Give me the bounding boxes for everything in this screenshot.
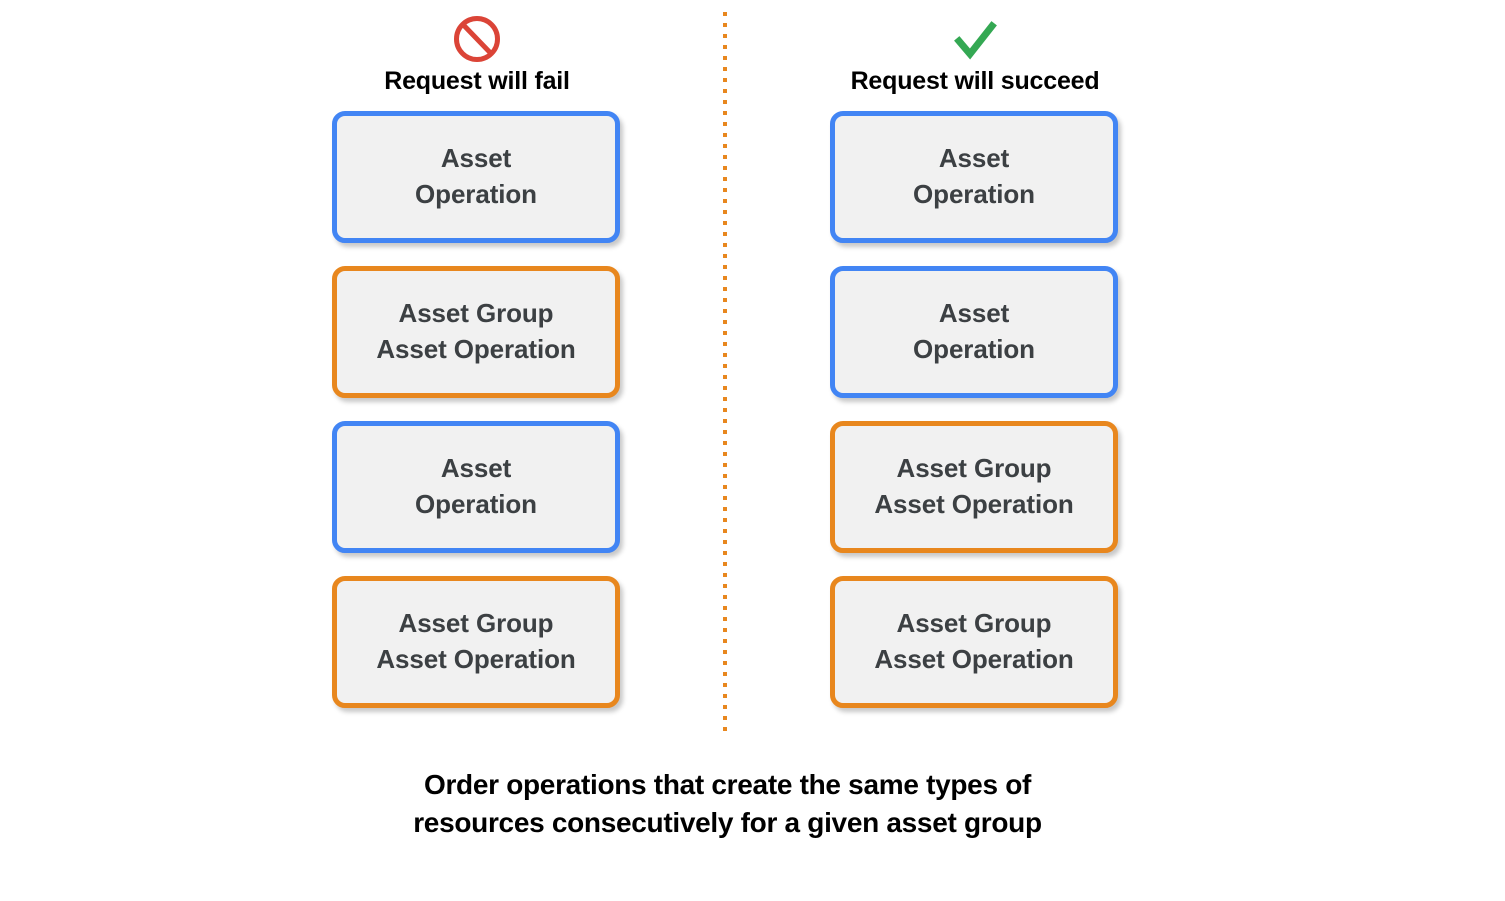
operation-box-label: Asset Operation xyxy=(913,143,1035,209)
column-succeed-header: Request will succeed xyxy=(830,14,1120,96)
operation-box-asset-group[interactable]: Asset Group Asset Operation xyxy=(332,266,620,398)
column-fail-title: Request will fail xyxy=(384,67,570,95)
checkmark-icon xyxy=(946,14,1004,64)
column-succeed-title: Request will succeed xyxy=(850,67,1100,95)
column-succeed-box-list: Asset Operation Asset Operation Asset Gr… xyxy=(830,111,1120,708)
operation-box-asset[interactable]: Asset Operation xyxy=(830,266,1118,398)
operation-box-asset-group[interactable]: Asset Group Asset Operation xyxy=(830,576,1118,708)
column-divider xyxy=(723,12,727,735)
operation-box-label: Asset Operation xyxy=(415,453,537,519)
operation-box-asset[interactable]: Asset Operation xyxy=(332,421,620,553)
prohibition-icon xyxy=(448,14,506,64)
operation-box-asset[interactable]: Asset Operation xyxy=(332,111,620,243)
operation-box-asset-group[interactable]: Asset Group Asset Operation xyxy=(332,576,620,708)
operation-box-label: Asset Operation xyxy=(913,298,1035,364)
operation-box-asset[interactable]: Asset Operation xyxy=(830,111,1118,243)
operation-box-label: Asset Group Asset Operation xyxy=(874,608,1074,674)
column-fail-box-list: Asset Operation Asset Group Asset Operat… xyxy=(332,111,622,708)
operation-box-label: Asset Group Asset Operation xyxy=(376,608,576,674)
diagram-caption: Order operations that create the same ty… xyxy=(413,769,1042,839)
operation-box-label: Asset Operation xyxy=(415,143,537,209)
operation-box-label: Asset Group Asset Operation xyxy=(376,298,576,364)
operation-box-label: Asset Group Asset Operation xyxy=(874,453,1074,519)
column-fail-header: Request will fail xyxy=(332,14,622,96)
operation-box-asset-group[interactable]: Asset Group Asset Operation xyxy=(830,421,1118,553)
